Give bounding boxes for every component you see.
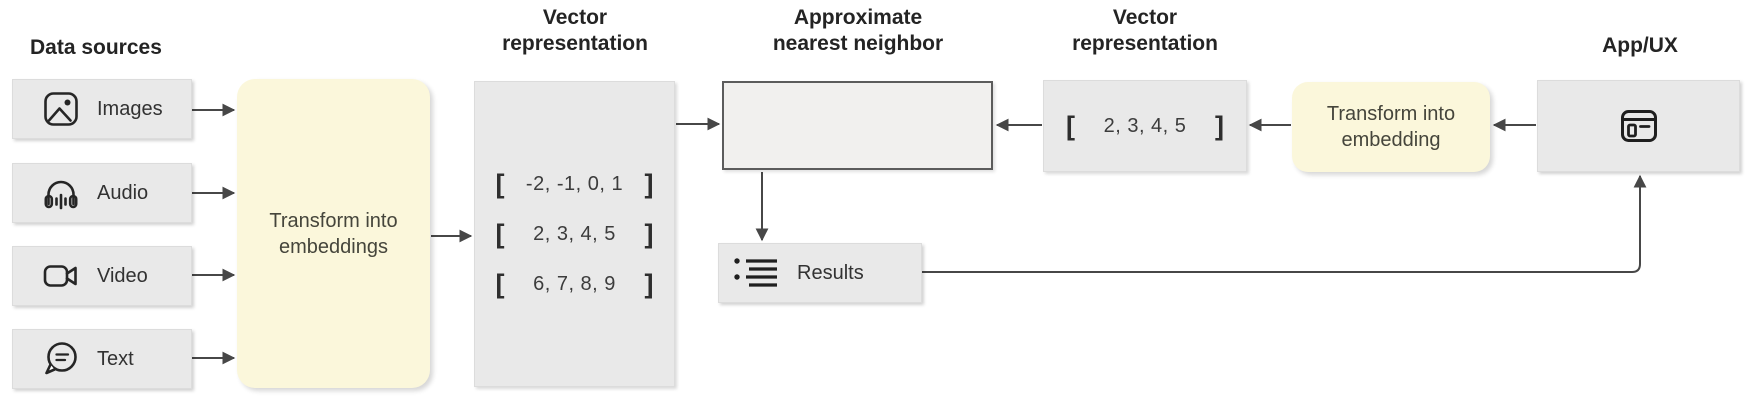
open-bracket: [ — [495, 168, 505, 199]
vector-row: [ 6, 7, 8, 9 ] — [495, 268, 654, 299]
arrow-results-to-appux — [922, 174, 1647, 273]
vector-values: -2, -1, 0, 1 — [525, 172, 624, 195]
source-label: Video — [97, 264, 148, 287]
approximate-nearest-neighbor-node — [722, 81, 993, 170]
open-bracket: [ — [495, 268, 505, 299]
vector-values: 2, 3, 4, 5 — [533, 222, 616, 245]
heading-line: Vector — [542, 6, 608, 29]
node-label-line: Transform into — [1326, 103, 1456, 125]
images-node: Images — [12, 79, 192, 139]
close-bracket: ] — [644, 268, 654, 299]
text-node: Text — [12, 329, 192, 389]
heading-line: representation — [502, 32, 648, 55]
heading-line: Approximate — [793, 6, 923, 29]
vector-store-node: [ -2, -1, 0, 1 ] [ 2, 3, 4, 5 ] [ 6, 7, … — [474, 81, 675, 387]
heading-line: representation — [1072, 32, 1218, 55]
vector-row: [ 2, 3, 4, 5 ] — [1066, 110, 1224, 141]
bulleted-list-icon — [733, 253, 781, 293]
vector-representation-right-heading: Vector representation — [1045, 5, 1245, 57]
data-sources-heading: Data sources — [30, 36, 162, 59]
node-label-line: Transform into — [269, 209, 398, 232]
transform-embeddings-node: Transform into embeddings — [237, 79, 430, 388]
vector-row: [ 2, 3, 4, 5 ] — [495, 218, 654, 249]
heading-line: nearest neighbor — [772, 32, 944, 55]
video-camera-icon — [41, 256, 81, 296]
close-bracket: ] — [644, 218, 654, 249]
transform-embedding-node: Transform into embedding — [1292, 82, 1490, 172]
app-ux-node — [1537, 80, 1740, 172]
results-node: Results — [718, 243, 922, 303]
source-label: Audio — [97, 181, 149, 204]
vector-representation-left-heading: Vector representation — [475, 5, 675, 57]
vector-row: [ -2, -1, 0, 1 ] — [495, 168, 654, 199]
browser-window-icon — [1616, 103, 1662, 149]
heading-line: Vector — [1112, 6, 1178, 29]
approximate-nearest-neighbor-heading: Approximate nearest neighbor — [728, 5, 988, 57]
vector-values: 2, 3, 4, 5 — [1103, 114, 1187, 137]
image-icon — [41, 89, 81, 129]
video-node: Video — [12, 246, 192, 306]
vector-values: 6, 7, 8, 9 — [533, 272, 616, 295]
audio-node: Audio — [12, 163, 192, 223]
source-label: Images — [97, 97, 163, 120]
open-bracket: [ — [495, 218, 505, 249]
node-label-line: embeddings — [279, 235, 388, 258]
headphones-icon — [41, 173, 81, 213]
node-label-line: embedding — [1341, 129, 1441, 151]
app-ux-heading: App/UX — [1602, 34, 1678, 57]
open-bracket: [ — [1066, 110, 1075, 141]
query-vector-node: [ 2, 3, 4, 5 ] — [1043, 80, 1247, 172]
close-bracket: ] — [1215, 110, 1224, 141]
results-label: Results — [797, 261, 864, 284]
close-bracket: ] — [644, 168, 654, 199]
chat-bubble-icon — [41, 339, 81, 379]
source-label: Text — [97, 347, 134, 370]
